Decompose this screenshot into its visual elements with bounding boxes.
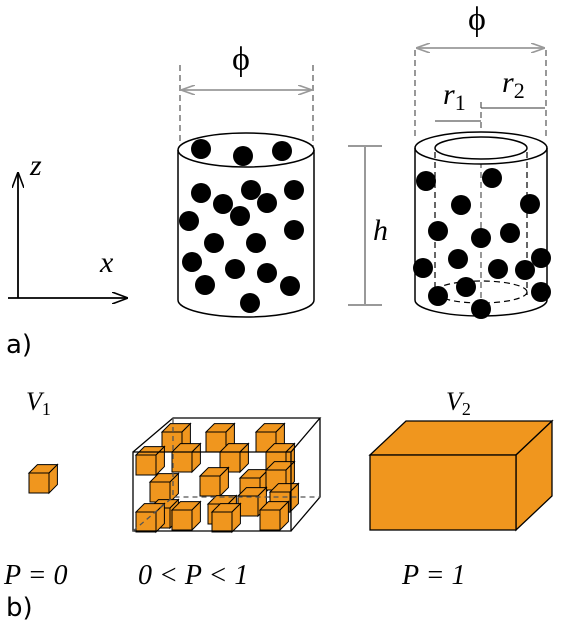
particles (413, 168, 551, 319)
particle (241, 180, 261, 200)
particle (413, 258, 433, 278)
particle (451, 195, 471, 215)
particle (246, 233, 266, 253)
particle (284, 220, 304, 240)
particle (230, 206, 250, 226)
cylinder-side (177, 150, 315, 318)
cube (27, 463, 59, 495)
cube (170, 500, 202, 532)
phi-label: ϕ (468, 1, 486, 38)
wireframe-hidden-edges (132, 418, 320, 532)
v2-label: V2 (446, 387, 471, 419)
height-label: h (373, 214, 388, 247)
hollow-cylinder: ϕ r1 r2 (413, 1, 551, 319)
single-cube (27, 463, 59, 495)
particle (280, 276, 300, 296)
p-mid-label: 0 < P < 1 (138, 560, 248, 591)
particle (531, 248, 551, 268)
inner-bottom-hidden (434, 280, 528, 304)
cube (170, 442, 202, 474)
particle (191, 183, 211, 203)
particle (191, 139, 211, 159)
wireframe (132, 417, 322, 532)
particle (520, 194, 540, 214)
particle (179, 211, 199, 231)
particle (240, 293, 260, 313)
phi-label: ϕ (232, 41, 250, 78)
particle (182, 252, 202, 272)
particle (471, 299, 491, 319)
particles (179, 139, 304, 313)
particle (213, 194, 233, 214)
particle (428, 221, 448, 241)
panel-b-label: b) (6, 593, 33, 623)
cube (134, 445, 166, 477)
particle (456, 277, 476, 297)
cube (198, 466, 230, 498)
panel-a-label: a) (6, 330, 32, 360)
particle (257, 263, 277, 283)
r1-label: r1 (443, 78, 466, 115)
cube (236, 486, 268, 518)
particle (428, 286, 448, 306)
cube-cluster (134, 422, 300, 534)
particle (531, 282, 551, 302)
particle (204, 233, 224, 253)
particle (488, 259, 508, 279)
panel-a: z x ϕ (6, 1, 551, 360)
partial-fill-box (132, 417, 322, 534)
p-zero-label: P = 0 (3, 560, 68, 591)
z-axis-label: z (29, 149, 42, 182)
cube (134, 502, 166, 534)
particle (471, 228, 491, 248)
particle (448, 249, 468, 269)
particle (257, 193, 277, 213)
inner-top (434, 136, 528, 160)
particle (482, 168, 502, 188)
r2-label: r2 (502, 66, 525, 103)
particle (225, 259, 245, 279)
particle (195, 275, 215, 295)
particle (515, 260, 535, 280)
cube (148, 472, 180, 504)
particle (233, 146, 253, 166)
cube (210, 502, 242, 534)
particle (416, 171, 436, 191)
height-dimension: h (348, 145, 388, 306)
cube (258, 500, 290, 532)
p-one-label: P = 1 (401, 560, 466, 591)
panel-b: V1 V2 P = 0 0 < P < 1 P = 1 b) (3, 387, 554, 623)
coordinate-axes: z x (8, 149, 127, 298)
particle (272, 141, 292, 161)
x-axis-label: x (99, 246, 114, 279)
cube (204, 422, 236, 454)
solid-cylinder: ϕ (177, 41, 315, 318)
v1-label: V1 (26, 387, 51, 419)
particle (284, 180, 304, 200)
full-box (368, 419, 554, 532)
particle (500, 223, 520, 243)
full-box-front (369, 454, 517, 531)
